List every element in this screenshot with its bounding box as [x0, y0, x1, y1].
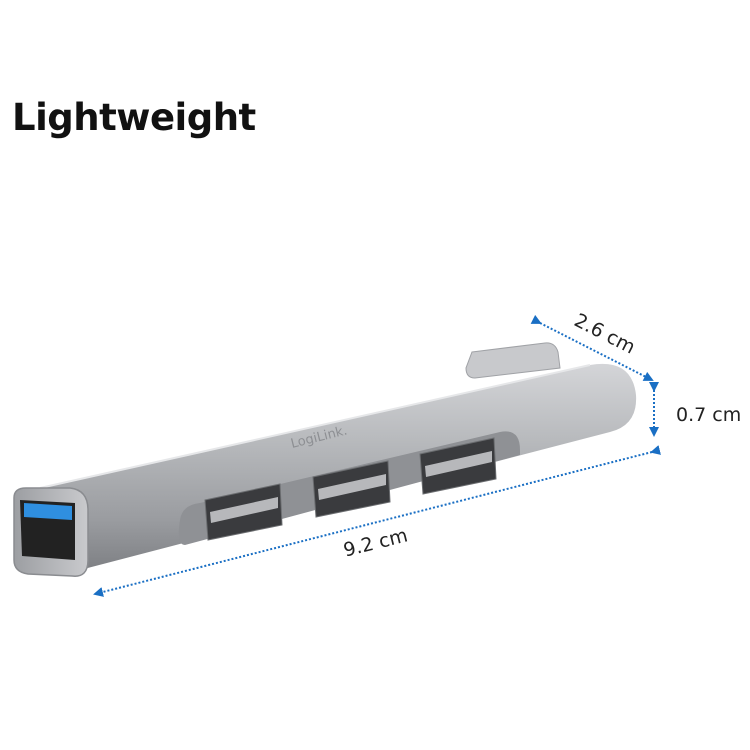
headline: Lightweight: [12, 96, 256, 139]
height-label: 0.7 cm: [676, 404, 742, 426]
hub-body: [21, 363, 637, 572]
width-arrow: [530, 314, 654, 381]
usb3-end-port: [13, 487, 89, 577]
usb-c-plug: [465, 342, 561, 379]
